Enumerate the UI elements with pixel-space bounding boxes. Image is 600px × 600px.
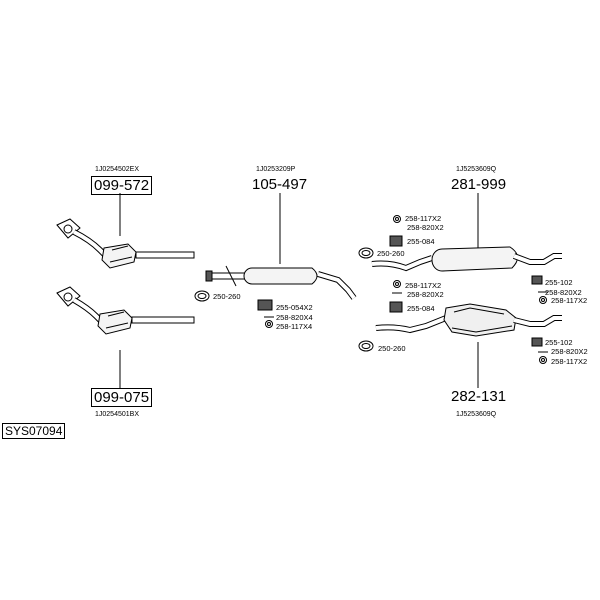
fitting-mid-f1[interactable]: 255-054X2 <box>276 303 313 312</box>
washer-icon-rear-upper-b <box>393 280 401 288</box>
part-number-rear-upper[interactable]: 281-999 <box>451 176 507 193</box>
fitting-mid-clamp[interactable]: 250-260 <box>213 292 241 301</box>
rear-silencer-upper <box>371 246 562 272</box>
fitting-rear-lower-f[interactable]: 258-117X2 <box>551 357 588 366</box>
clamp-icon-rear-lower <box>358 340 374 352</box>
part-number-cat-lower[interactable]: 099-075 <box>91 388 153 407</box>
oem-number-cat-lower: 1J0254501BX <box>95 411 139 418</box>
oem-number-cat-upper: 1J0254502EX <box>95 166 139 173</box>
middle-silencer <box>205 265 357 300</box>
oem-number-mid: 1J0253209P <box>256 166 296 173</box>
part-number-rear-lower[interactable]: 282-131 <box>451 388 507 405</box>
mount-icon-mid <box>257 299 273 311</box>
mount-icon-rear-upper-right <box>531 275 543 285</box>
oem-number-rear-upper: 1J5253609Q <box>456 166 497 173</box>
fitting-rear-upper-a[interactable]: 258-117X2 <box>405 214 442 223</box>
fitting-rear-upper-e[interactable]: 258-820X2 <box>545 288 582 297</box>
fitting-rear-upper-b[interactable]: 258-820X2 <box>407 223 444 232</box>
fitting-rear-lower-d[interactable]: 255-102 <box>545 338 573 347</box>
washer-icon-rear-upper-right <box>539 296 547 304</box>
fitting-rear-lower-a[interactable]: 258-117X2 <box>405 281 442 290</box>
fitting-rear-upper-c[interactable]: 255-084 <box>407 237 435 246</box>
washer-icon-rear-upper-a <box>393 215 401 223</box>
fitting-rear-lower-clamp[interactable]: 250-260 <box>378 344 406 353</box>
part-number-mid[interactable]: 105-497 <box>252 176 308 193</box>
system-code: SYS07094 <box>2 423 66 439</box>
part-number-cat-upper[interactable]: 099-572 <box>91 176 153 195</box>
fitting-rear-upper-d[interactable]: 255-102 <box>545 278 573 287</box>
fitting-rear-lower-e[interactable]: 258-820X2 <box>551 347 588 356</box>
fitting-rear-upper-f[interactable]: 258-117X2 <box>551 296 588 305</box>
fitting-rear-lower-c[interactable]: 255-084 <box>407 304 435 313</box>
washer-icon-mid <box>265 320 273 328</box>
fitting-mid-f3[interactable]: 258-117X4 <box>276 322 313 331</box>
fitting-mid-f2[interactable]: 258-820X4 <box>276 313 313 322</box>
mount-icon-rear-lower <box>389 301 403 313</box>
clamp-icon-mid <box>194 290 210 302</box>
clamp-icon-rear-upper <box>358 247 374 259</box>
mount-icon-rear-lower-right <box>531 337 543 347</box>
fitting-rear-lower-b[interactable]: 258-820X2 <box>407 290 444 299</box>
catalytic-converter-lower <box>56 286 195 335</box>
mount-icon-rear-upper <box>389 235 403 247</box>
washer-icon-rear-lower-right <box>539 356 547 364</box>
rear-silencer-lower <box>375 303 562 337</box>
fitting-rear-upper-clamp[interactable]: 250-260 <box>377 249 405 258</box>
oem-number-rear-lower: 1J5253609Q <box>456 411 497 418</box>
catalytic-converter-upper <box>56 218 195 269</box>
